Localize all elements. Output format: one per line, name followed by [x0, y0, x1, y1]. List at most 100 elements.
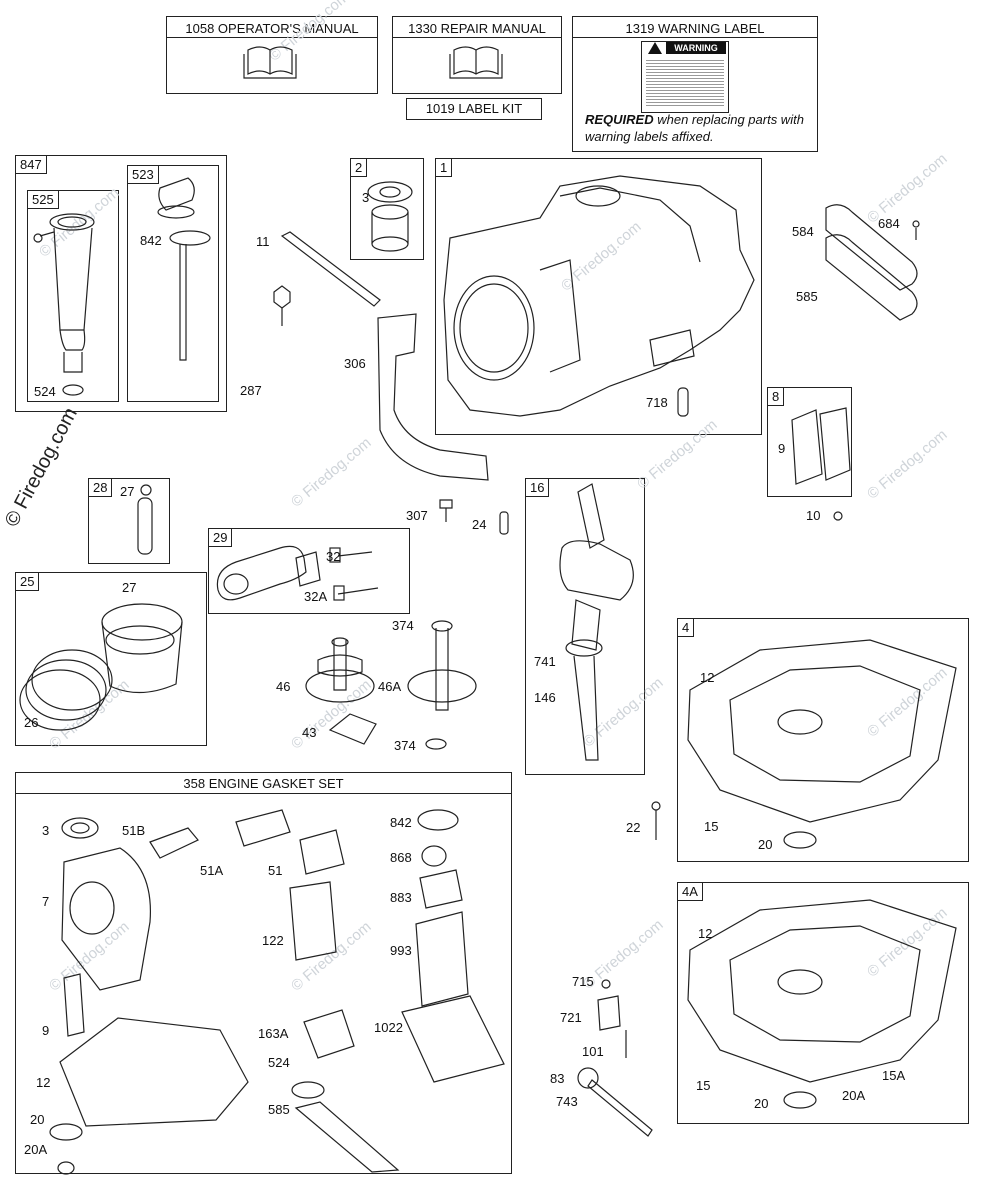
part-label[interactable]: 20: [758, 837, 773, 852]
part-label[interactable]: 122: [262, 933, 284, 948]
kit-box-525[interactable]: [27, 190, 119, 402]
part-label[interactable]: 584: [792, 224, 814, 239]
gasket-set-title: 358 ENGINE GASKET SET: [183, 776, 344, 791]
part-label[interactable]: 306: [344, 356, 366, 371]
crankshaft-drawing: [559, 483, 634, 761]
part-label[interactable]: 715: [572, 974, 594, 989]
repair-manual-box[interactable]: 1330 REPAIR MANUAL: [392, 16, 562, 94]
part-label[interactable]: 585: [268, 1102, 290, 1117]
kit-tag-1[interactable]: 1: [435, 158, 453, 177]
part-label[interactable]: 20A: [24, 1142, 48, 1157]
part-label[interactable]: 12: [698, 926, 713, 941]
part-label[interactable]: 22: [626, 820, 641, 835]
book-icon: [243, 46, 297, 79]
part-label[interactable]: 46A: [378, 679, 402, 694]
part-label[interactable]: 163A: [258, 1026, 289, 1041]
kit-tag-4A[interactable]: 4A: [677, 882, 703, 901]
part-label[interactable]: 24: [472, 517, 487, 532]
part-label[interactable]: 374: [392, 618, 414, 633]
part-label[interactable]: 51A: [200, 863, 224, 878]
kit-tag-2[interactable]: 2: [350, 158, 368, 177]
part-label[interactable]: 868: [390, 850, 412, 865]
part-label[interactable]: 51: [268, 863, 283, 878]
required-note-rest: when replacing parts with warning labels…: [585, 112, 804, 144]
part-label[interactable]: 12: [700, 670, 715, 685]
part-label[interactable]: 12: [36, 1075, 51, 1090]
breather-gasket-drawing: [825, 204, 920, 321]
kit-tag-525[interactable]: 525: [27, 190, 59, 209]
kit-tag-523[interactable]: 523: [127, 165, 159, 184]
operators-manual-box[interactable]: 1058 OPERATOR'S MANUAL: [166, 16, 378, 94]
part-label[interactable]: 993: [390, 943, 412, 958]
warning-label-box[interactable]: 1319 WARNING LABEL WARNING REQUIRED when…: [572, 16, 818, 152]
part-label[interactable]: 20: [30, 1112, 45, 1127]
governor-drawing: [577, 979, 653, 1137]
part-label[interactable]: 20A: [842, 1088, 866, 1103]
part-label[interactable]: 15A: [882, 1068, 906, 1083]
part-label[interactable]: 46: [276, 679, 291, 694]
part-label[interactable]: 51B: [122, 823, 146, 838]
kit-box-4A[interactable]: [677, 882, 969, 1124]
warning-decal: WARNING: [641, 41, 729, 113]
kit-tag-16[interactable]: 16: [525, 478, 550, 497]
part-label[interactable]: 15: [704, 819, 719, 834]
part-label[interactable]: 27: [120, 484, 135, 499]
label-kit-box[interactable]: 1019 LABEL KIT: [406, 98, 542, 120]
part-label[interactable]: 374: [394, 738, 416, 753]
kit-tag-4[interactable]: 4: [677, 618, 695, 637]
part-label[interactable]: 26: [24, 715, 39, 730]
kit-tag-29[interactable]: 29: [208, 528, 233, 547]
part-label[interactable]: 27: [122, 580, 137, 595]
tube-bracket-drawing: [273, 231, 489, 481]
kit-box-1[interactable]: [435, 158, 762, 435]
part-label[interactable]: 32A: [304, 589, 328, 604]
warning-triangle-icon: [648, 42, 662, 54]
part-label[interactable]: 287: [240, 383, 262, 398]
part-label[interactable]: 146: [534, 690, 556, 705]
part-label[interactable]: 741: [534, 654, 556, 669]
warning-required-note: REQUIRED when replacing parts with warni…: [585, 111, 809, 145]
kit-tag-847[interactable]: 847: [15, 155, 47, 174]
part-label[interactable]: 842: [390, 815, 412, 830]
kit-tag-8[interactable]: 8: [767, 387, 785, 406]
part-label[interactable]: 10: [806, 508, 821, 523]
part-label[interactable]: 307: [406, 508, 428, 523]
part-label[interactable]: 3: [42, 823, 50, 838]
part-label[interactable]: 20: [754, 1096, 769, 1111]
part-label[interactable]: 9: [778, 441, 786, 456]
cylinder-block-drawing: [443, 175, 755, 417]
dipstick-tube-drawing: [33, 213, 95, 396]
part-label[interactable]: 9: [42, 1023, 50, 1038]
part-label[interactable]: 32: [326, 549, 341, 564]
part-label[interactable]: 83: [550, 1071, 565, 1086]
part-label[interactable]: 524: [268, 1055, 290, 1070]
kit-box-29[interactable]: [208, 528, 410, 614]
part-label[interactable]: 718: [646, 395, 668, 410]
book-icon: [449, 46, 503, 79]
part-label[interactable]: 684: [878, 216, 900, 231]
part-label[interactable]: 585: [796, 289, 818, 304]
part-label[interactable]: 721: [560, 1010, 582, 1025]
part-label[interactable]: 883: [390, 890, 412, 905]
part-label[interactable]: 43: [302, 725, 317, 740]
kit-tag-28[interactable]: 28: [88, 478, 113, 497]
part-label[interactable]: 1022: [374, 1020, 403, 1035]
operators-manual-label: 1058 OPERATOR'S MANUAL: [185, 21, 359, 36]
dipstick-drawing: [157, 177, 211, 361]
gasket-set-box[interactable]: 358 ENGINE GASKET SET: [15, 772, 512, 1174]
kit-box-4[interactable]: [677, 618, 969, 862]
kit-box-523[interactable]: [127, 165, 219, 402]
part-label[interactable]: 7: [42, 894, 50, 909]
part-label[interactable]: 11: [256, 234, 270, 249]
part-label[interactable]: 743: [556, 1094, 578, 1109]
part-label[interactable]: 101: [582, 1044, 604, 1059]
part-label[interactable]: 524: [34, 384, 56, 399]
kit-tag-25[interactable]: 25: [15, 572, 40, 591]
part-label[interactable]: 3: [362, 190, 370, 205]
part-label[interactable]: 15: [696, 1078, 711, 1093]
connecting-rod-drawing: [216, 545, 379, 601]
bolt-drawing: [439, 499, 509, 535]
part-label[interactable]: 842: [140, 233, 162, 248]
